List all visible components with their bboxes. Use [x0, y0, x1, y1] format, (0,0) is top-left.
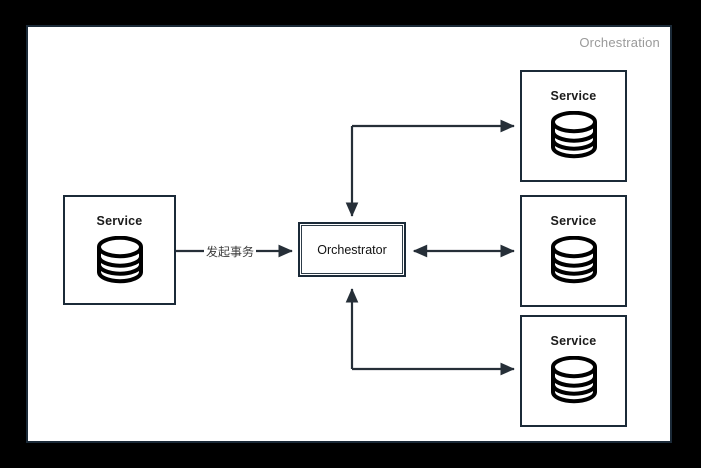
- node-orchestrator[interactable]: Orchestrator: [298, 222, 406, 277]
- node-orchestrator-label: Orchestrator: [317, 242, 387, 257]
- node-source-service[interactable]: Service: [63, 195, 176, 305]
- database-cylinder-icon: [548, 110, 600, 164]
- node-service-top-label: Service: [550, 89, 597, 103]
- node-service-middle-label: Service: [550, 214, 597, 228]
- database-cylinder-icon: [548, 355, 600, 409]
- node-service-bottom[interactable]: Service: [520, 315, 627, 427]
- database-cylinder-icon: [94, 235, 146, 289]
- diagram-canvas: Orchestration 发起事务: [26, 25, 672, 443]
- node-service-middle[interactable]: Service: [520, 195, 627, 307]
- canvas-title: Orchestration: [579, 35, 660, 50]
- node-source-service-label: Service: [96, 214, 143, 228]
- node-service-bottom-label: Service: [550, 334, 597, 348]
- database-cylinder-icon: [548, 235, 600, 289]
- edge-label-initiate-transaction: 发起事务: [204, 243, 257, 260]
- node-service-top[interactable]: Service: [520, 70, 627, 182]
